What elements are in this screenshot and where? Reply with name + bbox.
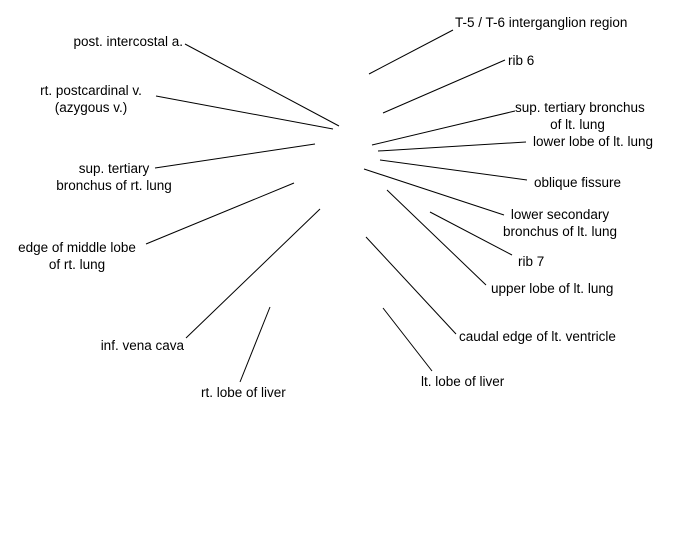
leader-rib6 [382, 59, 506, 114]
label-oblique-fissure: oblique fissure [534, 175, 622, 190]
label-rib7: rib 7 [518, 254, 545, 269]
leader-lt-lobe-liver [382, 307, 433, 372]
leader-rib7 [429, 211, 513, 256]
leader-t5-t6 [368, 29, 454, 75]
leader-upper-lobe-lt [386, 189, 487, 286]
leader-oblique-fissure [379, 159, 528, 181]
label-rt-postcardinal: rt. postcardinal v. (azygous v.) [40, 83, 142, 115]
label-upper-lobe-lt: upper lobe of lt. lung [491, 281, 614, 296]
leader-rt-postcardinal [155, 95, 334, 130]
leader-sup-tertiary-rt [154, 143, 316, 169]
leader-sup-tertiary-lt [371, 110, 516, 146]
label-lower-secondary: lower secondary bronchus of lt. lung [502, 207, 618, 239]
label-sup-tertiary-rt: sup. tertiary bronchus of rt. lung [56, 161, 172, 193]
leader-inf-vena-cava [185, 208, 321, 339]
leader-middle-lobe [145, 182, 295, 245]
leader-lower-secondary [363, 168, 505, 216]
label-post-intercostal: post. intercostal a. [73, 34, 183, 49]
label-lower-lobe-lt: lower lobe of lt. lung [533, 134, 654, 149]
label-t5-t6-region: T-5 / T-6 interganglion region [455, 15, 628, 30]
leader-post-intercostal [184, 43, 340, 127]
label-rt-lobe-liver: rt. lobe of liver [201, 385, 286, 400]
leader-rt-lobe-liver [239, 306, 271, 383]
label-sup-tertiary-lt: sup. tertiary bronchus of lt. lung [515, 100, 645, 132]
leader-lower-lobe-lt [377, 141, 527, 152]
label-middle-lobe-rt: edge of middle lobe of rt. lung [18, 240, 136, 272]
label-lt-lobe-liver: lt. lobe of liver [421, 374, 505, 389]
label-caudal-edge: caudal edge of lt. ventricle [459, 329, 616, 344]
label-rib6: rib 6 [508, 53, 535, 68]
label-inf-vena-cava: inf. vena cava [100, 338, 184, 353]
leader-caudal-edge [365, 236, 457, 335]
